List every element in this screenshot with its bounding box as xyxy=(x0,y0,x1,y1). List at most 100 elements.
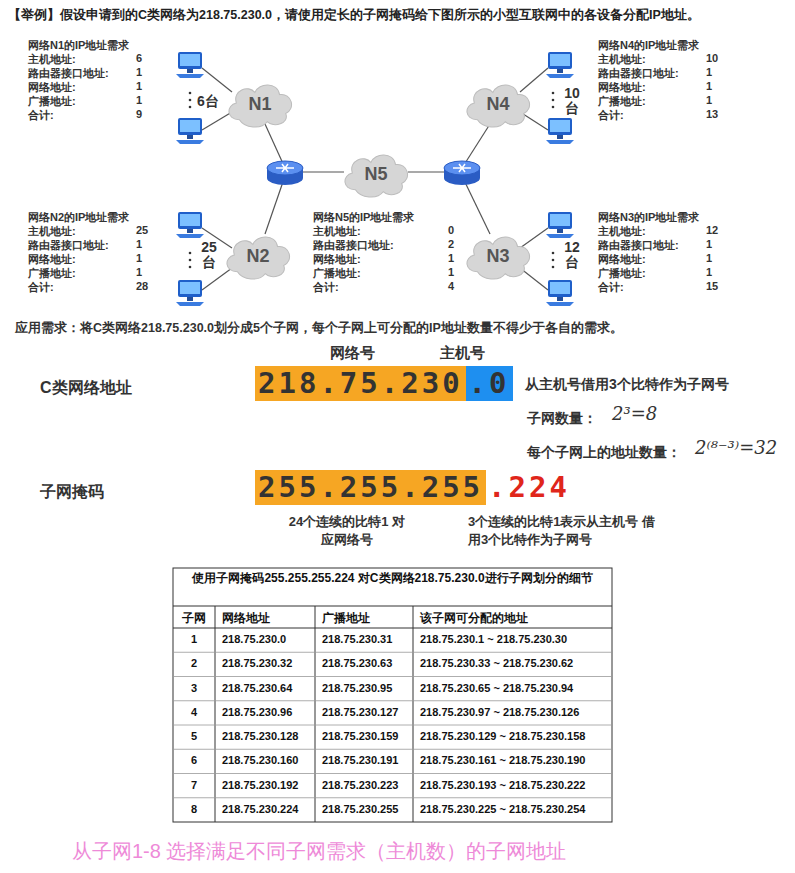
label-text: 网络N2的IP地址需求 xyxy=(28,210,129,225)
label-text: 合计: xyxy=(313,280,339,295)
label-text: 13 xyxy=(706,108,718,120)
label-text: 主机号 xyxy=(440,344,485,363)
label-text: 218.75.230.95 xyxy=(315,682,413,694)
label-text: 218.75.230.160 xyxy=(215,754,315,766)
label-text: 子网 xyxy=(173,610,215,627)
label-text: 网络地址: xyxy=(28,80,76,95)
label-text: 6 xyxy=(173,754,215,766)
label-text: 218.75.230.65 ~ 218.75.230.94 xyxy=(413,682,612,694)
label-text: 1 xyxy=(136,66,142,78)
label-text: 广播地址: xyxy=(598,266,646,281)
label-text: 4 xyxy=(448,280,454,292)
label-text: 0 xyxy=(448,224,454,236)
label-text: 合计: xyxy=(28,280,54,295)
label-text: 2⁽⁸⁻³⁾=32 xyxy=(695,437,777,458)
label-text: 主机地址: xyxy=(313,224,361,239)
label-text: 该子网可分配的地址 xyxy=(413,610,612,627)
label-text: 主机地址: xyxy=(28,52,76,67)
label-text: 路由器接口地址: xyxy=(28,238,109,253)
label-text: 1 xyxy=(136,266,142,278)
label-text: 12 台 xyxy=(560,240,584,271)
network-name: N1 xyxy=(248,94,271,115)
label-text: 1 xyxy=(173,633,215,645)
label-text: 主机地址: xyxy=(598,52,646,67)
label-text: 218.75.230.255 xyxy=(315,803,413,815)
label-text: 使用子网掩码255.255.255.224 对C类网络218.75.230.0进… xyxy=(173,571,612,586)
label-text: 1 xyxy=(448,266,454,278)
label-text: 218.75.230.127 xyxy=(315,706,413,718)
label-text: 218.75.230.193 ~ 218.75.230.222 xyxy=(413,779,612,791)
label-text: 218.75.230.33 ~ 218.75.230.62 xyxy=(413,657,612,669)
label-text: 网络N5的IP地址需求 xyxy=(313,210,414,225)
label-text: 网络地址: xyxy=(28,252,76,267)
label-text: 218.75.230.159 xyxy=(315,730,413,742)
network-name: N3 xyxy=(486,246,509,267)
label-text: 218.75.230.31 xyxy=(315,633,413,645)
label-text: 广播地址: xyxy=(28,94,76,109)
label-text: 主机地址: xyxy=(28,224,76,239)
label-text: 218.75.230.96 xyxy=(215,706,315,718)
label-text: 2 xyxy=(173,657,215,669)
label-text: 1 xyxy=(706,80,712,92)
label-text: 5 xyxy=(173,730,215,742)
label-text: 网络地址: xyxy=(598,252,646,267)
label-text: 网络号 xyxy=(330,344,375,363)
label-text: 218.75.230.223 xyxy=(315,779,413,791)
label-text: 7 xyxy=(173,779,215,791)
label-text: 218.75.230.191 xyxy=(315,754,413,766)
network-name: N5 xyxy=(364,164,387,185)
label-text: 218.75.230.32 xyxy=(215,657,315,669)
network-cloud: N4 xyxy=(462,80,534,128)
label-text: 1 xyxy=(706,238,712,250)
label-text: 3个连续的比特1表示从主机号 借用3个比特作为子网号 xyxy=(468,513,668,549)
network-cloud: N5 xyxy=(340,150,412,198)
label-text: 网络N1的IP地址需求 xyxy=(28,38,129,53)
label-text: 218.75.230.225 ~ 218.75.230.254 xyxy=(413,803,612,815)
label-text: .224 xyxy=(488,471,570,504)
address-box: .0 xyxy=(466,366,513,401)
label-text: 合计: xyxy=(598,280,624,295)
label-text: 广播地址 xyxy=(315,610,413,627)
label-text: 1 xyxy=(706,252,712,264)
label-text: 28 xyxy=(136,280,148,292)
label-text: 8 xyxy=(173,803,215,815)
label-text: 路由器接口地址: xyxy=(28,66,109,81)
label-text: 1 xyxy=(136,252,142,264)
label-text: 1 xyxy=(706,94,712,106)
caption: 从子网1-8 选择满足不同子网需求（主机数）的子网地址 xyxy=(72,838,566,865)
label-text: 218.75.230.161 ~ 218.75.230.190 xyxy=(413,754,612,766)
label-text: 3 xyxy=(173,682,215,694)
label-text: 10 台 xyxy=(560,86,584,117)
label-text: 12 xyxy=(706,224,718,236)
label-text: 218.75.230.128 xyxy=(215,730,315,742)
label-text: 1 xyxy=(448,252,454,264)
label-text: 主机地址: xyxy=(598,224,646,239)
title: 【举例】假设申请到的C类网络为218.75.230.0，请使用定长的子网掩码给下… xyxy=(8,7,700,24)
label-text: 218.75.230.0 xyxy=(215,633,315,645)
label-text: 子网掩码 xyxy=(40,482,104,503)
label-text: 218.75.230.1 ~ 218.75.230.30 xyxy=(413,633,612,645)
label-text: 6台 xyxy=(197,93,219,111)
address-text: 255.255.255 xyxy=(258,471,483,504)
label-text: C类网络地址 xyxy=(40,378,132,399)
address-text: 218.75.230 xyxy=(258,367,463,400)
address-box: 255.255.255 xyxy=(255,470,486,505)
label-text: 218.75.230.192 xyxy=(215,779,315,791)
label-text: 1 xyxy=(706,66,712,78)
label-text: 1 xyxy=(136,80,142,92)
label-text: 25 xyxy=(136,224,148,236)
label-text: 应用需求：将C类网络218.75.230.0划分成5个子网，每个子网上可分配的I… xyxy=(15,320,623,337)
label-text: 24个连续的比特1 对应网络号 xyxy=(288,513,406,549)
label-text: 2³=8 xyxy=(612,403,657,424)
label-text: 218.75.230.63 xyxy=(315,657,413,669)
label-text: 合计: xyxy=(598,108,624,123)
label-text: 网络地址 xyxy=(215,610,315,627)
label-text: 218.75.230.64 xyxy=(215,682,315,694)
label-text: 合计: xyxy=(28,108,54,123)
label-text: 从主机号借用3个比特作为子网号 xyxy=(525,376,729,394)
network-cloud: N2 xyxy=(222,232,294,280)
label-text: 218.75.230.129 ~ 218.75.230.158 xyxy=(413,730,612,742)
label-text: 1 xyxy=(706,266,712,278)
label-text: 218.75.230.97 ~ 218.75.230.126 xyxy=(413,706,612,718)
